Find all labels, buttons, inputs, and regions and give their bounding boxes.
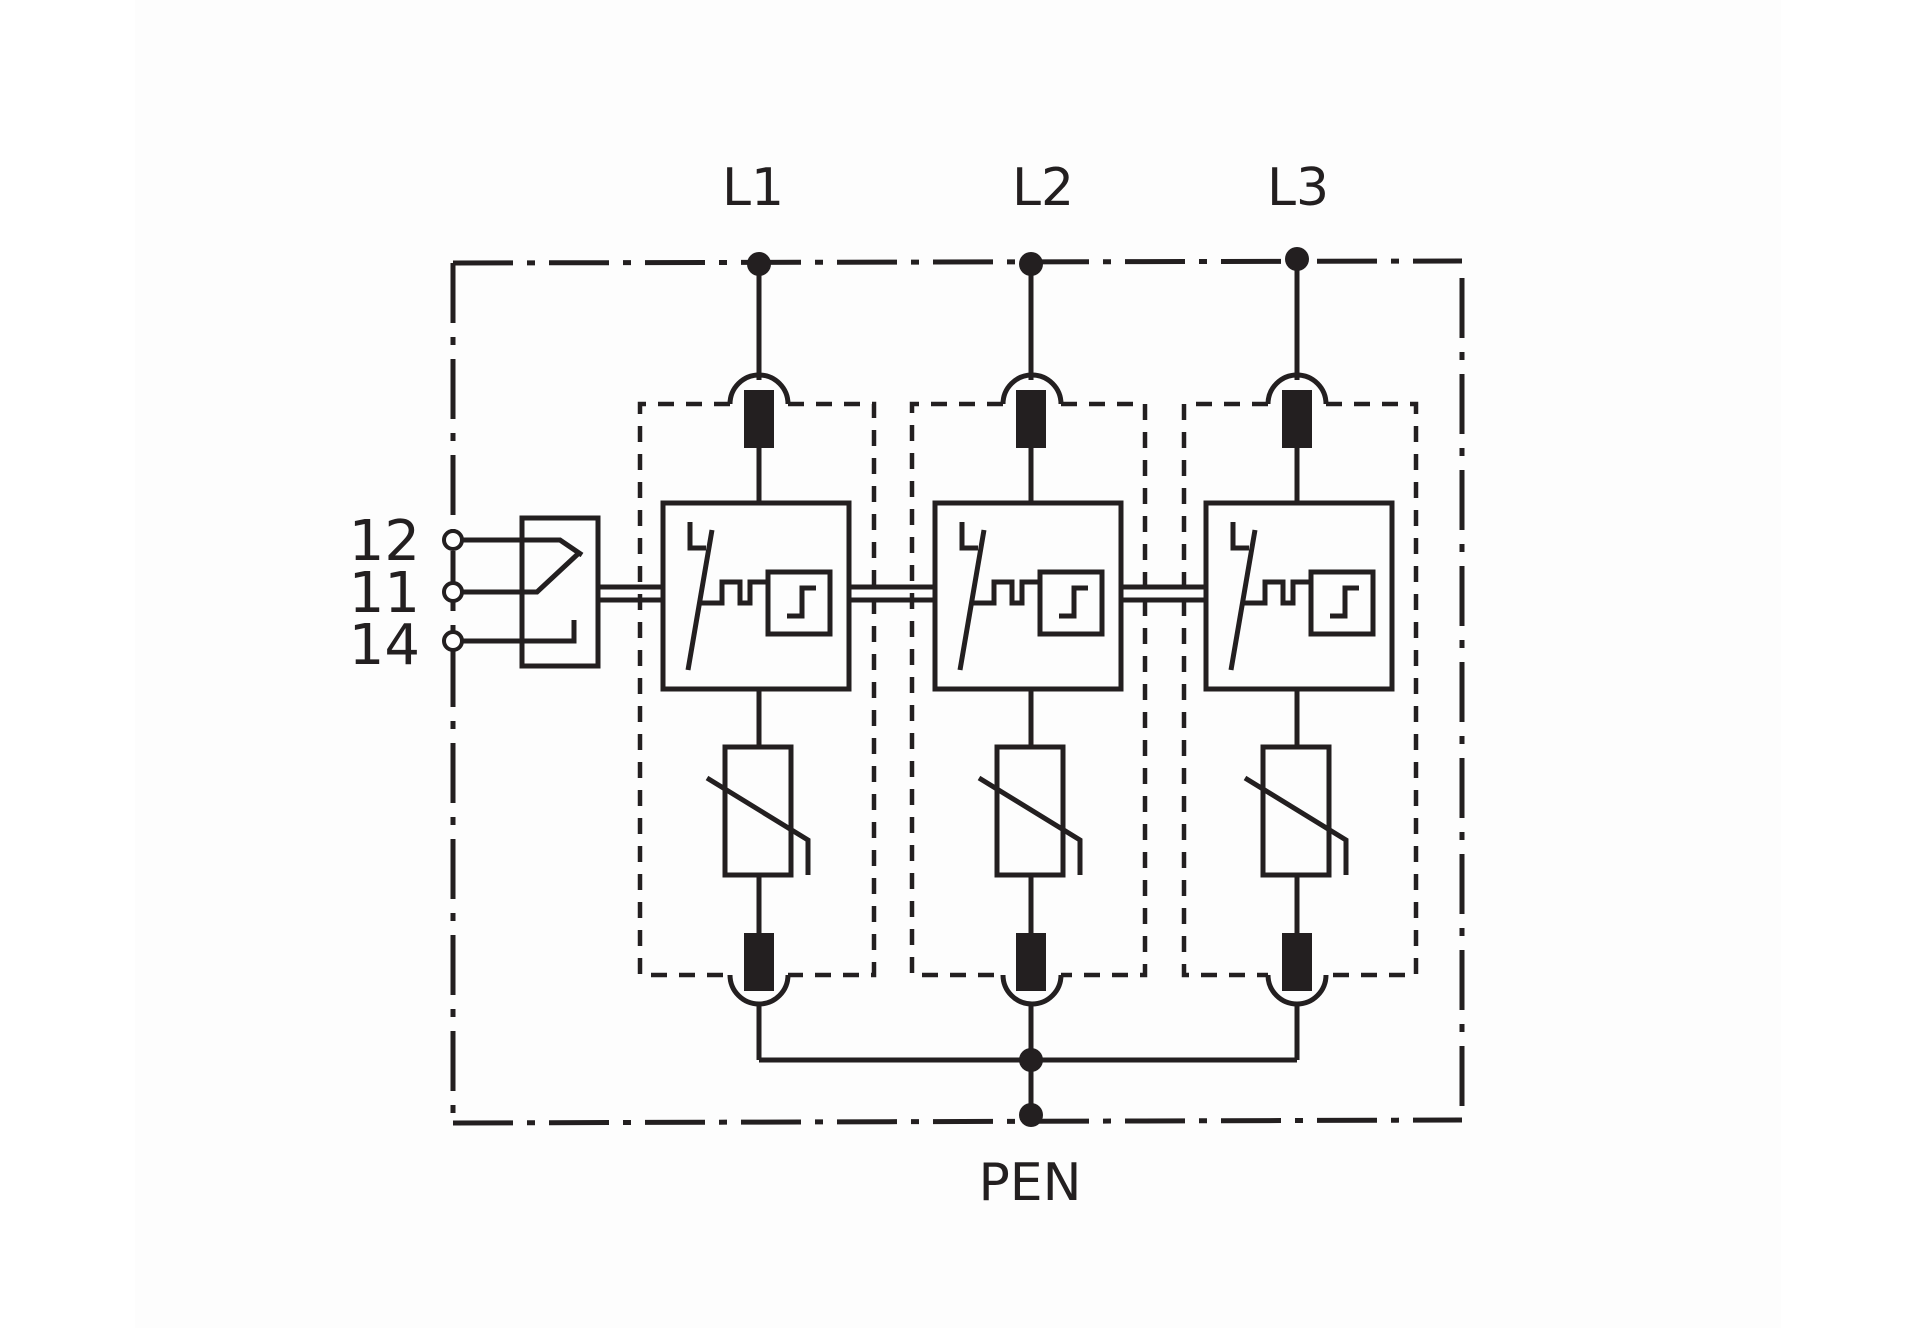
terminal-label-pen: PEN xyxy=(978,1153,1081,1213)
pen-junction-node xyxy=(1019,1048,1043,1072)
plug-contact-bottom xyxy=(1016,933,1046,991)
contact-label-14: 14 xyxy=(349,613,420,678)
outer-enclosure xyxy=(450,258,1465,1126)
thermal-disconnector xyxy=(932,500,1124,692)
plug-contact-top xyxy=(1016,390,1046,448)
terminal-label-l1: L1 xyxy=(722,158,784,218)
thermal-disconnector xyxy=(660,500,852,692)
pen-bus xyxy=(756,1004,1300,1127)
terminal-label-l3: L3 xyxy=(1267,158,1329,218)
contact-label-11: 11 xyxy=(349,561,420,626)
contact-pin-12 xyxy=(442,529,464,551)
remote-signalling-contact: 12 11 14 xyxy=(349,509,601,678)
plug-contact-bottom xyxy=(1282,933,1312,991)
diagram-panel xyxy=(135,0,1781,1328)
protection-module-2 xyxy=(909,372,1148,1110)
contact-pin-11 xyxy=(442,581,464,603)
plug-contact-top xyxy=(1282,390,1312,448)
line-feeds xyxy=(747,247,1309,380)
plug-contact-bottom xyxy=(744,933,774,991)
terminal-label-l2: L2 xyxy=(1012,158,1074,218)
mechanical-coupling xyxy=(598,584,1206,603)
protection-module-1 xyxy=(637,372,877,1060)
protection-module-3 xyxy=(1181,372,1419,1060)
plug-contact-top xyxy=(744,390,774,448)
contact-label-12: 12 xyxy=(349,509,420,574)
terminal-node-pen xyxy=(1019,1103,1043,1127)
contact-pin-14 xyxy=(442,630,464,652)
